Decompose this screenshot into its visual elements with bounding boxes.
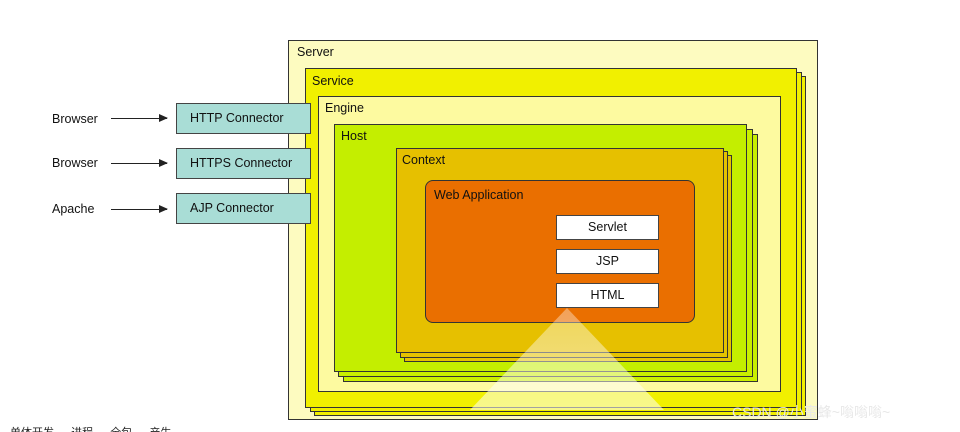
server-label: Server bbox=[297, 45, 334, 59]
client-browser-1: Browser bbox=[52, 112, 98, 126]
arrow-browser-http bbox=[111, 114, 168, 122]
connector-https: HTTPS Connector bbox=[176, 148, 311, 179]
engine-label: Engine bbox=[325, 101, 364, 115]
component-servlet: Servlet bbox=[556, 215, 659, 240]
service-label: Service bbox=[312, 74, 354, 88]
context-label: Context bbox=[402, 153, 446, 167]
client-apache: Apache bbox=[52, 202, 95, 216]
connector-ajp: AJP Connector bbox=[176, 193, 311, 224]
arrow-browser-https bbox=[111, 159, 168, 167]
watermark: CSDN @小蜜蜂~嗡嗡嗡~ bbox=[732, 404, 891, 420]
cut-bottom-text: 单体开发 … 进程 … 全包 … 产生 bbox=[10, 424, 370, 432]
client-browser-2: Browser bbox=[52, 156, 98, 170]
component-html: HTML bbox=[556, 283, 659, 308]
component-jsp: JSP bbox=[556, 249, 659, 274]
connector-http: HTTP Connector bbox=[176, 103, 311, 134]
host-label: Host bbox=[341, 129, 367, 143]
webapp-label: Web Application bbox=[434, 188, 524, 202]
arrow-apache-ajp bbox=[111, 205, 168, 213]
